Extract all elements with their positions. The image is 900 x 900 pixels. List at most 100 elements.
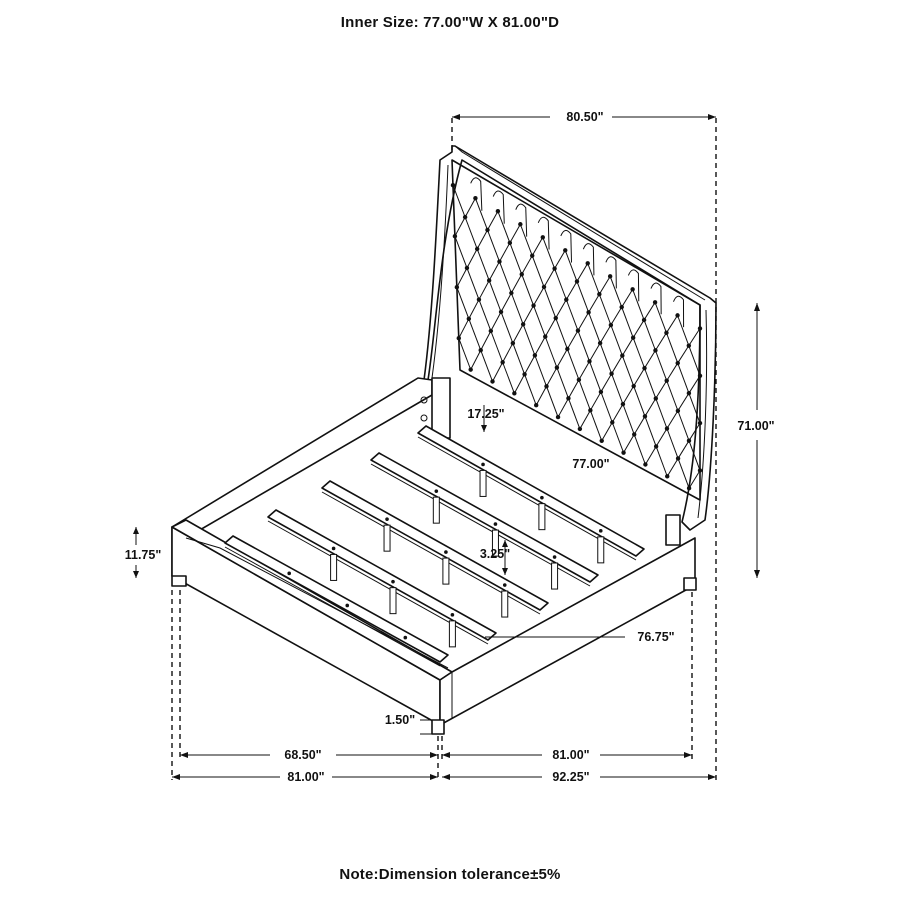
tuft-seam [567, 379, 580, 399]
tuft-button [641, 317, 647, 323]
label-headboard-width: 80.50" [566, 110, 603, 124]
tuft-seam [544, 317, 557, 337]
tuft-seam [542, 237, 556, 269]
tuft-seam [478, 299, 492, 332]
tuft-button [564, 297, 569, 302]
headboard-channels [470, 177, 685, 328]
tuft-seam [512, 342, 526, 375]
tuft-seam [578, 379, 591, 411]
tuft-seam [534, 355, 547, 387]
tuft-button [464, 265, 470, 271]
tuft-seam [621, 306, 634, 338]
slat-screw [287, 571, 292, 576]
tuft-seam [633, 367, 645, 387]
label-slat-length: 76.75" [637, 630, 674, 644]
tuft-seam [588, 312, 601, 344]
tuft-seam [565, 281, 578, 300]
tuft-button [686, 343, 692, 348]
tuft-seam [476, 248, 490, 281]
tuft-button [607, 274, 613, 279]
tuft-seam [622, 385, 635, 405]
tuft-seam [677, 345, 690, 364]
tuft-button [697, 420, 703, 426]
tuft-button [609, 371, 614, 376]
tuft-seam [509, 224, 521, 244]
tuft-seam [677, 392, 690, 412]
tuft-button [653, 396, 658, 401]
tuft-seam [611, 355, 623, 374]
channel-line [650, 282, 662, 315]
tuft-seam [688, 440, 701, 471]
tuft-seam [633, 416, 646, 435]
tuft-button [512, 391, 517, 396]
tuft-button [631, 383, 636, 389]
tuft-seam [611, 422, 625, 453]
tuft-seam [466, 248, 478, 269]
tuft-seam [622, 403, 635, 435]
tuft-seam [488, 280, 502, 313]
channel-line [537, 216, 550, 250]
slat-screw [502, 583, 507, 587]
tuft-seam [492, 362, 504, 382]
tuft-seam [564, 250, 578, 282]
tuft-seam [509, 242, 523, 275]
dimension-lines [133, 114, 760, 780]
tuft-button [454, 285, 460, 290]
slat-support-leg [448, 620, 456, 648]
tuft-seam [464, 197, 476, 218]
label-front-width: 81.00" [287, 770, 324, 784]
tuft-button [608, 322, 614, 328]
slat-screw [391, 579, 395, 584]
tuft-seam [666, 315, 678, 334]
slat-screw [403, 635, 408, 640]
tuft-seam [452, 185, 466, 218]
label-leg-height: 1.50" [385, 713, 415, 727]
channel-line [515, 203, 528, 237]
tuft-seam [576, 263, 589, 282]
tuft-button [586, 310, 591, 315]
channel-line [582, 243, 595, 276]
tuft-seam [497, 211, 511, 244]
tuft-seam [458, 318, 470, 339]
tuft-seam [556, 348, 568, 368]
slat-support-leg [491, 529, 499, 557]
tuft-seam [456, 287, 470, 319]
slat-support-leg [330, 553, 338, 581]
tuft-seam [654, 302, 667, 333]
front-left-leg [171, 575, 187, 587]
slat-support-leg [501, 590, 509, 618]
tuft-button [565, 346, 570, 352]
tuft-seam [589, 361, 602, 393]
slat-support-leg [383, 524, 391, 552]
tuft-seam [579, 410, 591, 430]
tuft-button [510, 340, 516, 346]
tuft-seam [623, 434, 635, 453]
tuft-seam [632, 289, 645, 321]
tuft-seam [498, 261, 512, 294]
tuft-button [587, 359, 592, 364]
tuft-button [553, 315, 558, 321]
tuft-button [509, 290, 514, 296]
tuft-button [576, 377, 582, 382]
tuft-seam [588, 293, 600, 313]
tuft-button [597, 292, 602, 297]
tuft-button [507, 240, 513, 246]
tuft-button [610, 420, 615, 425]
tuft-button [620, 401, 626, 407]
tuft-seam [610, 324, 623, 356]
tuft-seam [534, 336, 546, 356]
label-side-length: 92.25" [552, 770, 589, 784]
tuft-seam [633, 434, 646, 465]
tuft-seam [546, 386, 559, 418]
inner-size-title: Inner Size: 77.00"W X 81.00"D [340, 14, 560, 31]
slat-screw [434, 489, 439, 493]
label-side-inner-length: 81.00" [552, 748, 589, 762]
tuft-seam [589, 410, 603, 441]
tuft-button [530, 253, 535, 258]
tuft-button [665, 474, 670, 479]
tuft-seam [487, 210, 499, 231]
tuft-seam [487, 229, 500, 262]
tuft-button [490, 379, 495, 384]
tuft-button [468, 367, 473, 372]
